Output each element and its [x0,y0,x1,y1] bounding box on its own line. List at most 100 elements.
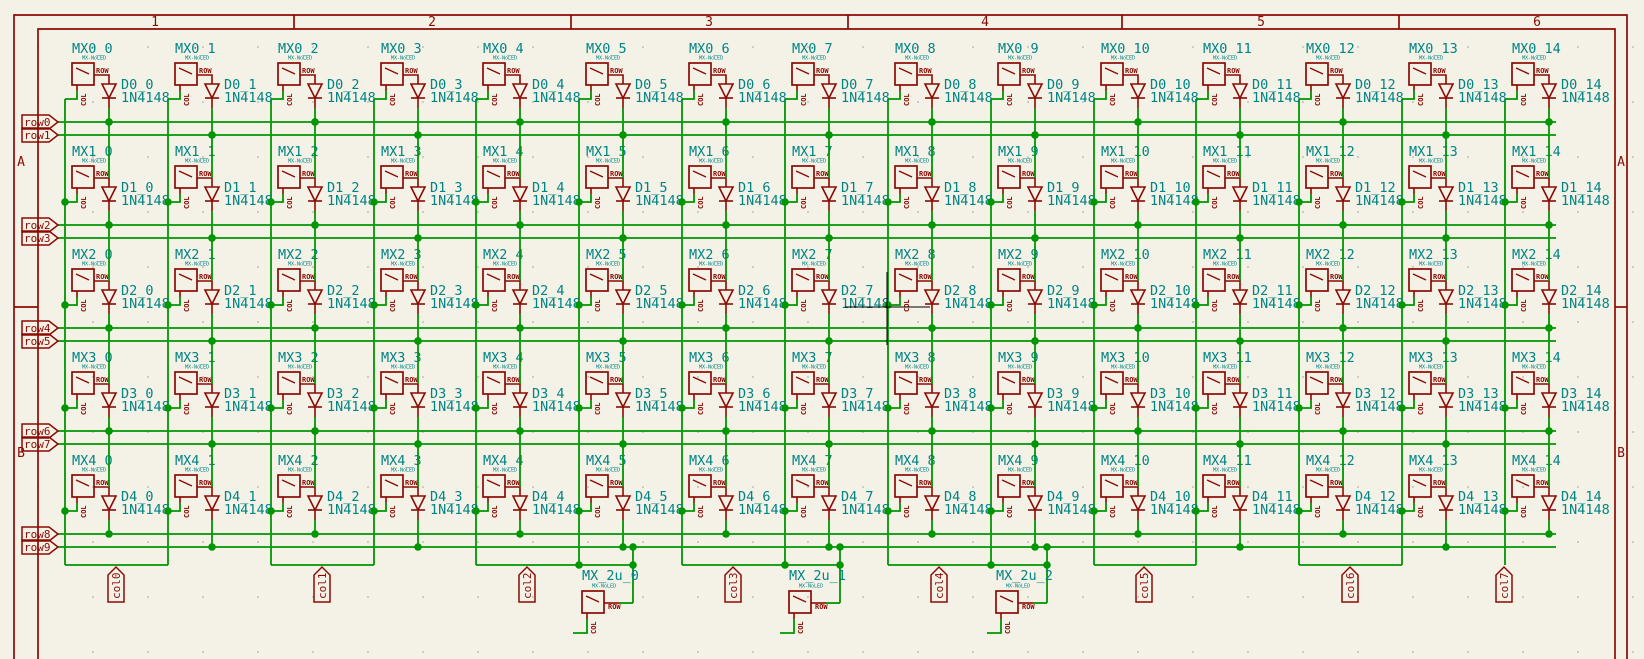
net-label-col0[interactable]: col0 [107,565,125,603]
net-label-col1[interactable]: col1 [313,565,331,603]
col-connect-wire[interactable] [1299,503,1312,512]
col-connect-wire[interactable] [1402,194,1415,203]
col-connect-wire[interactable] [476,503,489,512]
col-connect-wire[interactable] [1299,297,1312,306]
net-label-row7[interactable]: row7 [21,436,60,452]
col-connect-wire[interactable] [168,400,181,409]
col-connect-wire[interactable] [682,194,695,203]
col-connect-wire[interactable] [374,297,387,306]
col-connect-wire[interactable] [780,619,795,634]
col-connect-wire[interactable] [785,194,798,203]
col-connect-wire[interactable] [1094,297,1107,306]
col-connect-wire[interactable] [476,194,489,203]
col-connect-wire[interactable] [888,400,901,409]
net-label-row0[interactable]: row0 [21,114,60,130]
col-connect-wire[interactable] [682,297,695,306]
col-connect-wire[interactable] [271,503,284,512]
col-connect-wire[interactable] [682,503,695,512]
col-connect-wire[interactable] [65,503,78,512]
net-label-col3[interactable]: col3 [724,565,742,603]
col-connect-wire[interactable] [579,503,592,512]
net-label-col6[interactable]: col6 [1341,565,1359,603]
col-connect-wire[interactable] [682,400,695,409]
net-label-row9[interactable]: row9 [21,539,60,555]
col-connect-wire[interactable] [271,400,284,409]
col-connect-wire[interactable] [1299,91,1312,100]
col-connect-wire[interactable] [65,400,78,409]
col-connect-wire[interactable] [1094,503,1107,512]
col-connect-wire[interactable] [1505,91,1518,100]
net-label-row8[interactable]: row8 [21,526,60,542]
col-connect-wire[interactable] [476,91,489,100]
col-connect-wire[interactable] [888,194,901,203]
col-connect-wire[interactable] [1505,400,1518,409]
net-label-row1[interactable]: row1 [21,127,60,143]
